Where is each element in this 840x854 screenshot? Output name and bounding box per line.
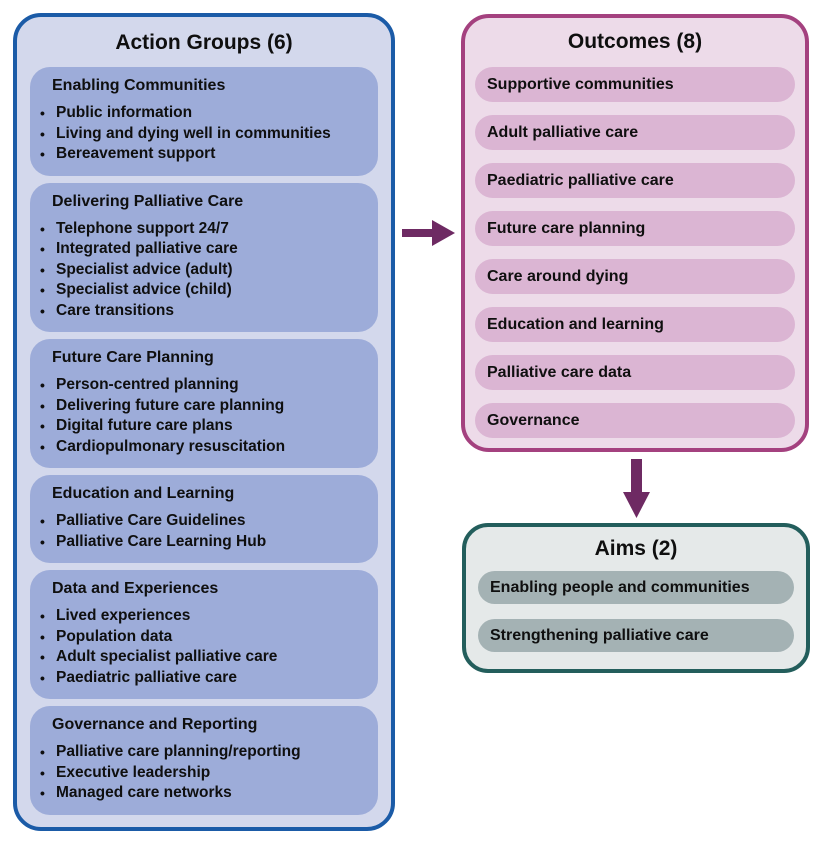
bullet-item: Integrated palliative care [38, 239, 370, 260]
action-group-card: Data and Experiences Lived experiences P… [30, 570, 378, 699]
outcome-pill: Supportive communities [475, 67, 795, 102]
action-group-bullets: Person-centred planning Delivering futur… [38, 375, 370, 457]
outcome-pill: Palliative care data [475, 355, 795, 390]
arrow-down-icon [621, 459, 651, 519]
bullet-item: Person-centred planning [38, 375, 370, 396]
bullet-item: Digital future care plans [38, 416, 370, 437]
outcome-pill: Care around dying [475, 259, 795, 294]
outcome-pill: Education and learning [475, 307, 795, 342]
outcomes-title: Outcomes (8) [567, 30, 703, 53]
bullet-item: Palliative care planning/reporting [38, 742, 370, 763]
arrow-right-icon [402, 219, 456, 247]
action-group-heading: Education and Learning [52, 485, 235, 502]
bullet-item: Cardiopulmonary resuscitation [38, 437, 370, 458]
action-groups-title: Action Groups (6) [115, 31, 293, 54]
action-group-heading: Enabling Communities [52, 77, 226, 94]
aims-box: Aims (2) Enabling people and communities… [462, 523, 810, 673]
action-group-bullets: Public information Living and dying well… [38, 103, 370, 165]
action-group-bullets: Telephone support 24/7 Integrated pallia… [38, 219, 370, 322]
action-group-bullets: Lived experiences Population data Adult … [38, 606, 370, 688]
bullet-item: Bereavement support [38, 144, 370, 165]
bullet-item: Palliative Care Guidelines [38, 511, 370, 532]
action-group-card: Delivering Palliative Care Telephone sup… [30, 182, 378, 332]
action-group-heading: Delivering Palliative Care [52, 192, 244, 210]
bullet-item: Care transitions [38, 301, 370, 322]
bullet-item: Paediatric palliative care [38, 668, 370, 689]
aim-pill: Enabling people and communities [478, 571, 794, 604]
bullet-item: Specialist advice (child) [38, 280, 370, 301]
action-group-heading: Governance and Reporting [52, 716, 258, 733]
action-groups-list: Enabling Communities Public information … [30, 67, 378, 815]
action-group-bullets: Palliative care planning/reporting Execu… [38, 742, 370, 804]
outcomes-box: Outcomes (8) Supportive communities Adul… [461, 14, 809, 452]
bullet-item: Executive leadership [38, 763, 370, 784]
bullet-item: Population data [38, 627, 370, 648]
aims-title: Aims (2) [594, 537, 678, 560]
bullet-item: Delivering future care planning [38, 396, 370, 417]
action-group-card: Enabling Communities Public information … [30, 67, 378, 176]
outcome-pill: Future care planning [475, 211, 795, 246]
outcomes-list: Supportive communities Adult palliative … [475, 67, 795, 438]
bullet-item: Managed care networks [38, 783, 370, 804]
bullet-item: Public information [38, 103, 370, 124]
action-group-heading: Data and Experiences [52, 580, 219, 597]
action-group-card: Education and Learning Palliative Care G… [30, 475, 378, 563]
bullet-item: Specialist advice (adult) [38, 260, 370, 281]
outcome-pill: Governance [475, 403, 795, 438]
action-group-card: Future Care Planning Person-centred plan… [30, 339, 378, 468]
outcome-pill: Paediatric palliative care [475, 163, 795, 198]
bullet-item: Adult specialist palliative care [38, 647, 370, 668]
bullet-item: Telephone support 24/7 [38, 219, 370, 240]
action-groups-box: Action Groups (6) Enabling Communities P… [13, 13, 395, 831]
action-group-heading: Future Care Planning [52, 349, 214, 366]
bullet-item: Palliative Care Learning Hub [38, 532, 370, 553]
action-group-card: Governance and Reporting Palliative care… [30, 706, 378, 815]
action-group-bullets: Palliative Care Guidelines Palliative Ca… [38, 511, 370, 552]
bullet-item: Living and dying well in communities [38, 124, 370, 145]
outcome-pill: Adult palliative care [475, 115, 795, 150]
bullet-item: Lived experiences [38, 606, 370, 627]
aim-pill: Strengthening palliative care [478, 619, 794, 652]
aims-list: Enabling people and communities Strength… [478, 571, 794, 652]
